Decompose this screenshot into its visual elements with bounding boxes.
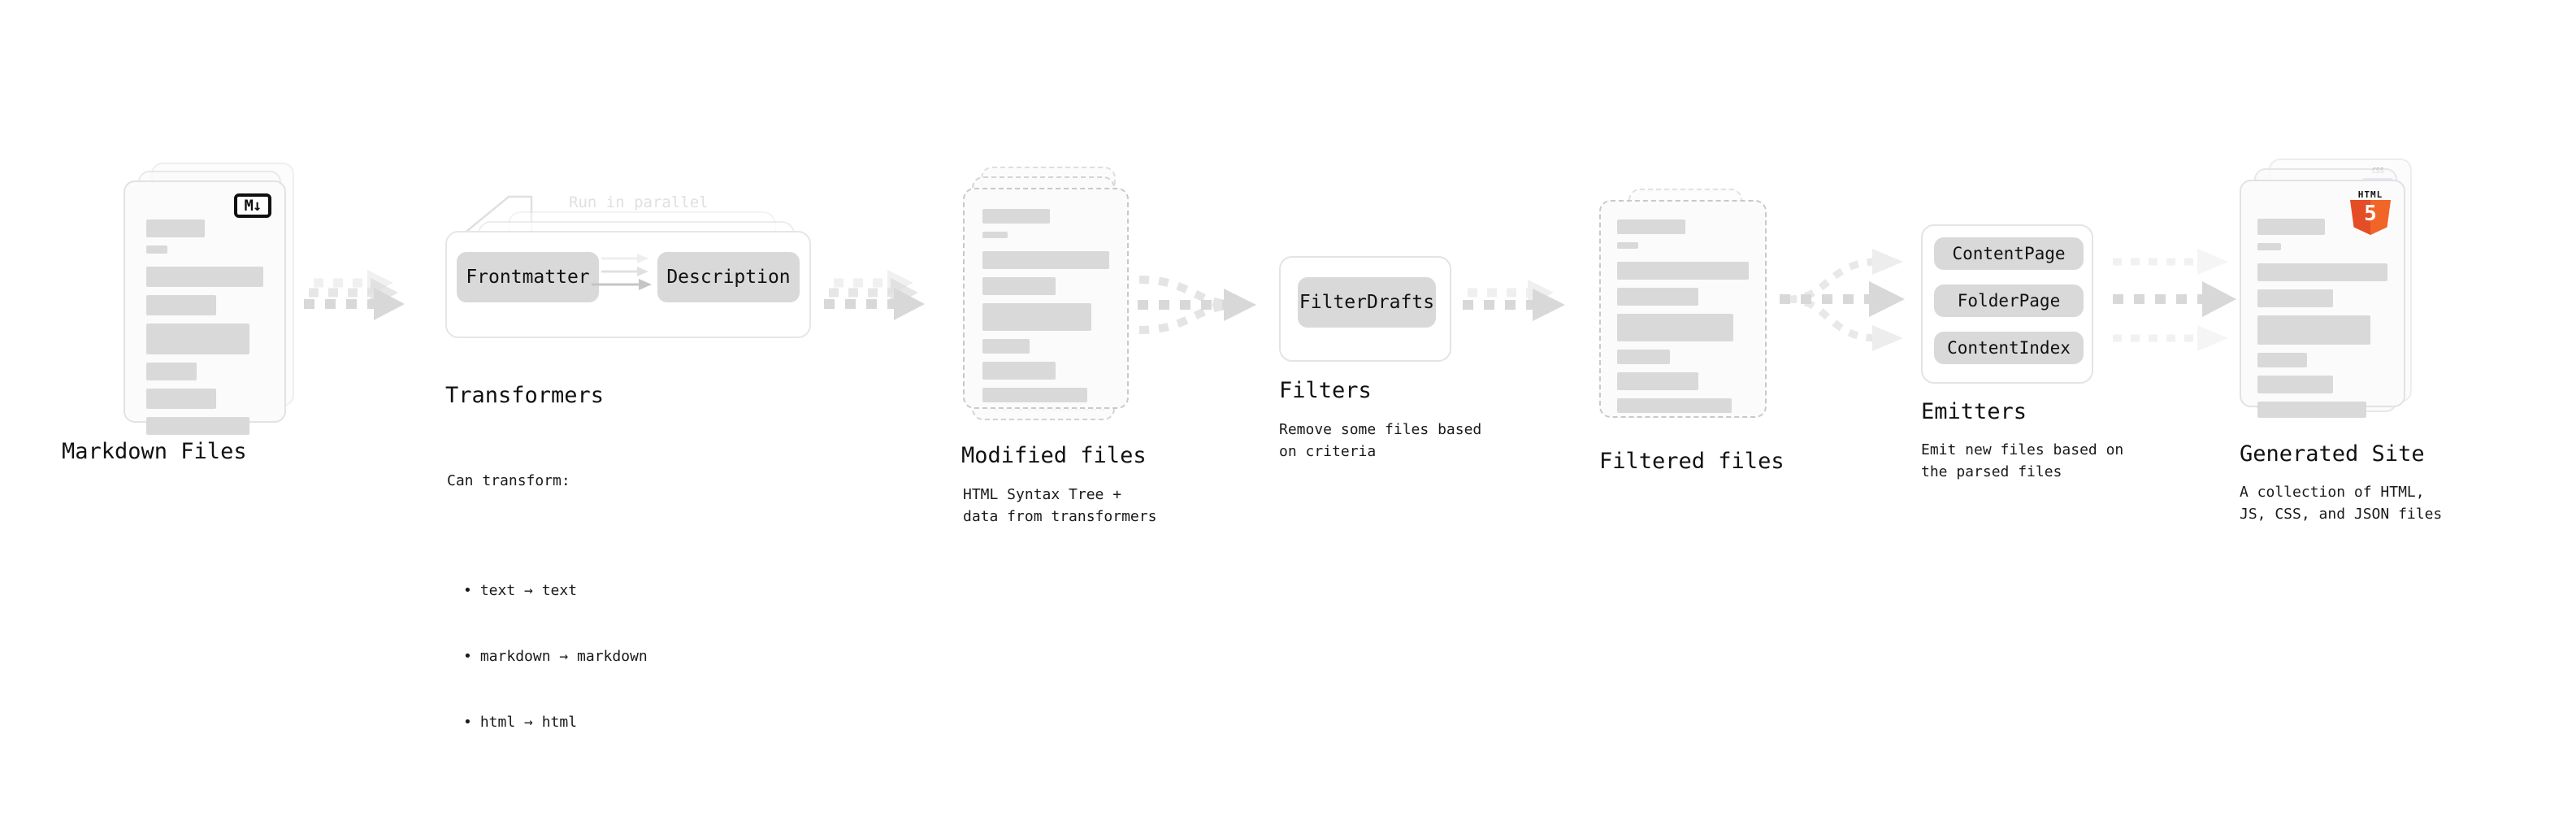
markdown-file-card-front[interactable]: M↓ <box>124 180 286 435</box>
emitters-description: Emit new files based on the parsed files <box>1921 441 2124 480</box>
generated-site-card-html[interactable]: HTML 5 <box>2240 180 2405 418</box>
markdown-icon: M↓ <box>234 193 271 218</box>
transformer-card-front[interactable]: Frontmatter Description <box>445 231 811 338</box>
stage-label-generated-site: Generated Site <box>2240 441 2425 467</box>
arrow-emitters-to-site <box>2113 249 2236 351</box>
content-bar <box>1617 242 1638 249</box>
emitters-panel[interactable]: ContentPage FolderPage ContentIndex <box>1921 224 2093 384</box>
content-bar <box>146 417 249 435</box>
content-bar <box>2257 353 2307 367</box>
stage-label-filters: Filters <box>1279 378 1372 403</box>
generated-site-content <box>2257 219 2387 426</box>
transformer-card-stack: Frontmatter Description <box>445 192 852 354</box>
transformer-chip-description[interactable]: Description <box>657 252 800 302</box>
content-bar <box>146 245 167 254</box>
content-bar <box>982 388 1088 402</box>
content-bar <box>1617 219 1686 234</box>
stage-label-filtered-files: Filtered files <box>1599 449 1785 474</box>
stage-modified-files: Modified files HTML Syntax Tree + data f… <box>961 167 1156 525</box>
content-bar <box>146 267 263 287</box>
generated-site-description: A collection of HTML, JS, CSS, and JSON … <box>2240 484 2443 523</box>
content-bar <box>2257 315 2371 345</box>
modified-file-content <box>982 209 1109 410</box>
content-bar <box>2257 243 2281 250</box>
content-bar <box>2257 263 2387 281</box>
arrow-filtered-to-emitters <box>1780 249 1905 351</box>
filtered-file-stack <box>1599 189 1778 432</box>
list-item: markdown → markdown <box>463 645 648 667</box>
markdown-icon-arrow: ↓ <box>253 196 262 215</box>
content-bar <box>146 295 217 315</box>
html5-icon: HTML 5 <box>2350 189 2391 235</box>
modified-file-card-front[interactable] <box>963 188 1129 409</box>
stage-filtered-files: Filtered files <box>1599 189 1785 474</box>
markdown-file-stack: M↓ <box>124 163 294 435</box>
content-bar <box>982 209 1050 224</box>
content-bar <box>2257 289 2333 307</box>
emitter-chip-contentindex[interactable]: ContentIndex <box>1934 332 2084 364</box>
content-bar <box>2257 402 2367 418</box>
transformers-bullet-list: text → text markdown → markdown html → h… <box>447 536 648 777</box>
content-bar <box>2257 376 2333 393</box>
html5-icon-number: 5 <box>2364 202 2377 226</box>
stage-label-emitters: Emitters <box>1921 399 2027 424</box>
transformer-inner-arrows <box>592 254 652 290</box>
filters-panel[interactable]: FilterDrafts <box>1279 256 1451 362</box>
stage-label-modified-files: Modified files <box>961 443 1147 468</box>
filter-chip-filterdrafts[interactable]: FilterDrafts <box>1298 277 1436 328</box>
transformers-description: Can transform: text → text markdown → ma… <box>447 426 648 821</box>
content-bar <box>146 324 249 354</box>
stage-label-transformers: Transformers <box>445 383 605 408</box>
diagram-canvas: M↓ Markdown Files <box>0 0 2576 681</box>
stage-transformers: Run in parallel Frontmatter Description <box>445 192 852 731</box>
content-bar <box>146 363 197 380</box>
content-bar <box>2257 219 2326 235</box>
list-item: text → text <box>463 580 648 602</box>
modified-files-description: HTML Syntax Tree + data from transformer… <box>963 486 1157 525</box>
arrow-modified-to-filters <box>1138 276 1256 334</box>
content-bar <box>982 232 1008 238</box>
stage-label-markdown-files: Markdown Files <box>62 439 247 464</box>
list-item: html → html <box>463 711 648 733</box>
stage-markdown-files: M↓ Markdown Files <box>62 163 294 464</box>
emitter-chip-contentpage[interactable]: ContentPage <box>1934 237 2084 270</box>
content-bar <box>1617 372 1699 390</box>
arrow-transformers-to-modified <box>824 270 925 320</box>
arrow-filters-to-filtered <box>1463 280 1565 321</box>
filtered-file-card-front[interactable] <box>1599 200 1767 418</box>
content-bar <box>982 277 1056 295</box>
transformer-chip-frontmatter[interactable]: Frontmatter <box>457 252 599 302</box>
emitter-chip-folderpage[interactable]: FolderPage <box>1934 285 2084 317</box>
stage-generated-site: CSS HTML 5 <box>2240 159 2442 523</box>
arrow-markdown-to-transformers <box>304 270 405 320</box>
run-in-parallel-note: Run in parallel <box>569 193 709 211</box>
markdown-icon-letter: M <box>244 196 254 215</box>
markdown-file-content <box>146 219 263 443</box>
content-bar <box>982 339 1030 354</box>
run-in-parallel-leader <box>462 195 533 239</box>
content-bar <box>1617 350 1670 364</box>
content-bar <box>1617 314 1733 341</box>
content-bar <box>1617 398 1732 413</box>
content-bar <box>1617 262 1749 280</box>
content-bar <box>982 303 1092 331</box>
transformers-description-head: Can transform: <box>447 472 570 489</box>
modified-file-stack <box>963 167 1142 427</box>
content-bar <box>146 389 217 409</box>
filtered-file-content <box>1617 219 1749 421</box>
generated-site-stack: CSS HTML 5 <box>2240 159 2426 427</box>
content-bar <box>1617 288 1699 306</box>
filters-description: Remove some files based on criteria <box>1279 421 1482 460</box>
content-bar <box>146 219 205 237</box>
content-bar <box>982 362 1056 380</box>
html5-icon-label: HTML <box>2357 189 2383 200</box>
content-bar <box>982 251 1109 269</box>
